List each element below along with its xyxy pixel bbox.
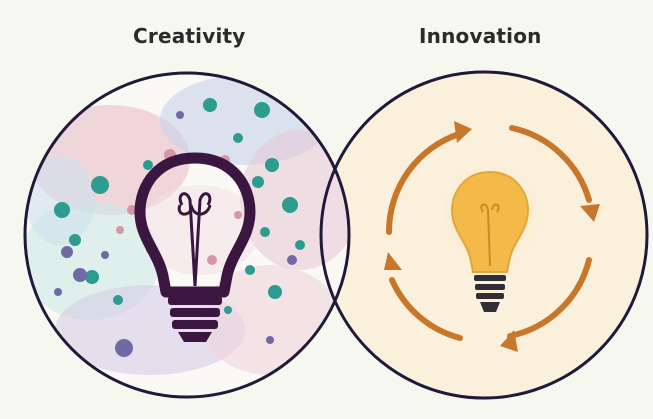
creativity-circle-outline [23, 71, 351, 399]
lightbulb-glowing-icon [450, 170, 530, 312]
innovation-label: Innovation [419, 24, 542, 48]
cycle-arrowheads [384, 121, 600, 352]
innovation-circle-outline [319, 70, 649, 400]
cycle-arrows-icon [385, 125, 592, 341]
creativity-label: Creativity [133, 24, 246, 48]
watercolor-splash-group [25, 75, 349, 375]
lightbulb-outline-icon [134, 152, 256, 342]
